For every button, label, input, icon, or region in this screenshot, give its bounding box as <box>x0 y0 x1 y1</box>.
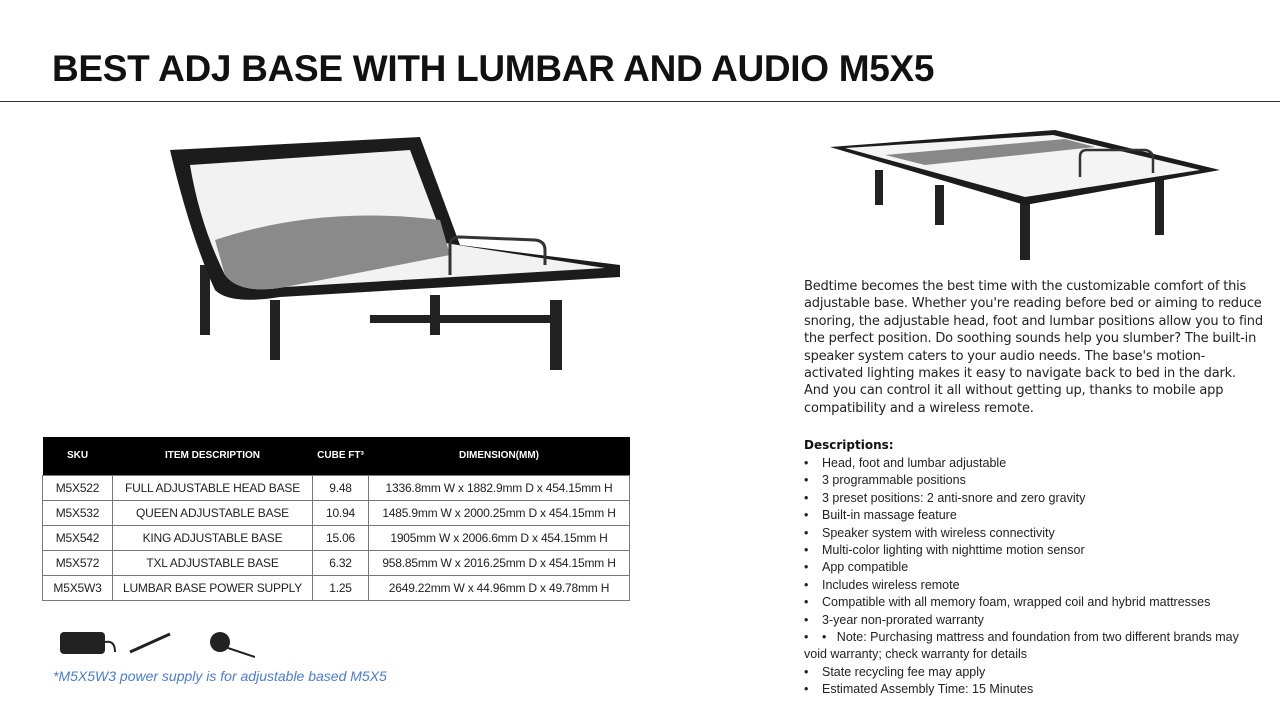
page-title: BEST ADJ BASE WITH LUMBAR AND AUDIO M5X5 <box>52 48 935 89</box>
raised-bed-image <box>170 137 620 370</box>
header-sku: SKU <box>42 437 113 475</box>
flat-bed-image <box>830 130 1220 260</box>
power-supply-note: *M5X5W3 power supply is for adjustable b… <box>53 668 387 684</box>
table-cell: 1905mm W x 2006.6mm D x 454.15mm H <box>368 524 630 551</box>
table-cell: 1485.9mm W x 2000.25mm D x 454.15mm H <box>368 499 630 526</box>
feature-list: Head, foot and lumbar adjustable3 progra… <box>804 455 1264 699</box>
feature-item: 3 programmable positions <box>804 472 1264 489</box>
table-cell: M5X532 <box>42 499 113 526</box>
table-cell: KING ADJUSTABLE BASE <box>112 524 313 551</box>
product-description: Bedtime becomes the best time with the c… <box>804 279 1263 416</box>
table-cell: TXL ADJUSTABLE BASE <box>112 549 313 576</box>
table-cell: 9.48 <box>312 474 369 501</box>
table-cell: 958.85mm W x 2016.25mm D x 454.15mm H <box>368 549 630 576</box>
table-cell: 10.94 <box>312 499 369 526</box>
table-cell: M5X522 <box>42 474 113 501</box>
feature-item: Speaker system with wireless connectivit… <box>804 525 1264 542</box>
feature-item: Head, foot and lumbar adjustable <box>804 455 1264 472</box>
header-dimension: DIMENSION(MM) <box>368 437 630 475</box>
feature-item: App compatible <box>804 559 1264 576</box>
feature-item: State recycling fee may apply <box>804 664 1264 681</box>
table-cell: M5X542 <box>42 524 113 551</box>
table-cell: 2649.22mm W x 44.96mm D x 49.78mm H <box>368 574 630 601</box>
descriptions-heading: Descriptions: <box>804 438 894 452</box>
power-supply-accessories-image <box>60 632 255 658</box>
table-cell: 1336.8mm W x 1882.9mm D x 454.15mm H <box>368 474 630 501</box>
table-cell: FULL ADJUSTABLE HEAD BASE <box>112 474 313 501</box>
feature-item: Includes wireless remote <box>804 577 1264 594</box>
table-cell: M5X5W3 <box>42 574 113 601</box>
feature-item: • Note: Purchasing mattress and foundati… <box>804 629 1264 664</box>
title-divider <box>0 101 1280 102</box>
header-cube-ft: CUBE FT³ <box>312 437 369 475</box>
table-cell: M5X572 <box>42 549 113 576</box>
feature-item: Built-in massage feature <box>804 507 1264 524</box>
table-cell: 15.06 <box>312 524 369 551</box>
product-table: SKU ITEM DESCRIPTION CUBE FT³ DIMENSION(… <box>42 437 630 601</box>
feature-item: Estimated Assembly Time: 15 Minutes <box>804 681 1264 698</box>
feature-item: 3-year non-prorated warranty <box>804 612 1264 629</box>
table-cell: LUMBAR BASE POWER SUPPLY <box>112 574 313 601</box>
header-item-description: ITEM DESCRIPTION <box>112 437 313 475</box>
table-cell: QUEEN ADJUSTABLE BASE <box>112 499 313 526</box>
feature-item: Compatible with all memory foam, wrapped… <box>804 594 1264 611</box>
feature-item: 3 preset positions: 2 anti-snore and zer… <box>804 490 1264 507</box>
table-cell: 6.32 <box>312 549 369 576</box>
feature-item: Multi-color lighting with nighttime moti… <box>804 542 1264 559</box>
table-cell: 1.25 <box>312 574 369 601</box>
